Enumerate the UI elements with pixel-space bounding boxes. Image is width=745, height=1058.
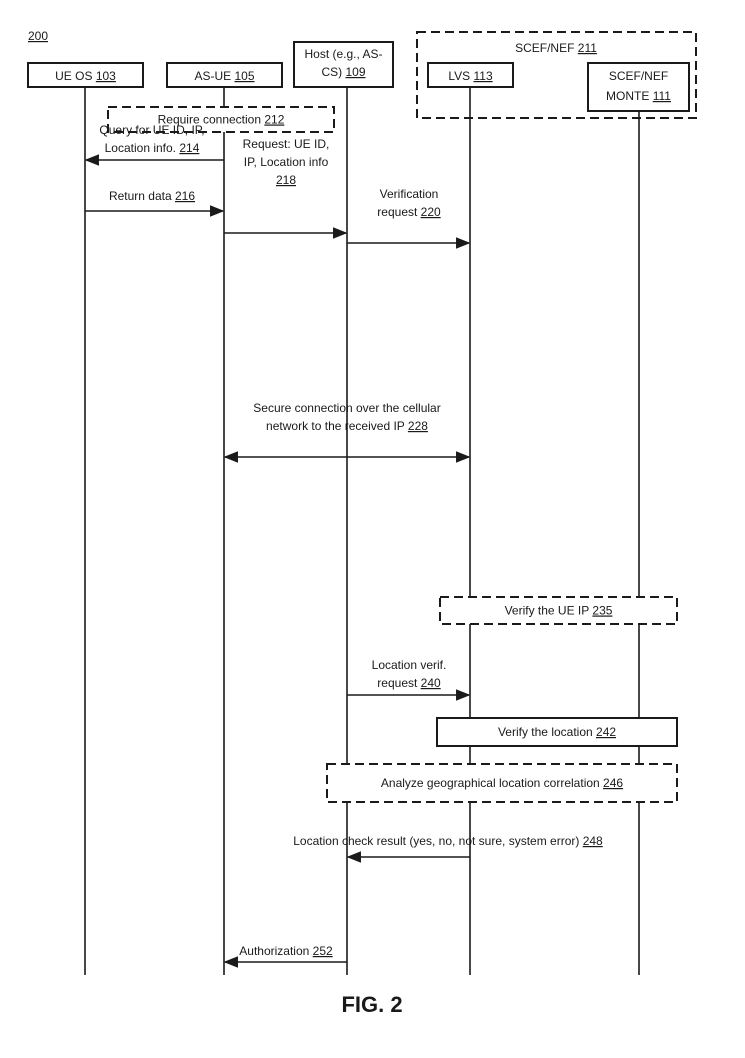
figure-number: 200: [28, 29, 48, 43]
scef-nef-group-label: SCEF/NEF 211: [515, 41, 597, 55]
return-data-label: Return data 216: [109, 189, 195, 203]
participant-label-ueos: UE OS 103: [55, 69, 116, 83]
location-check-result-label: Location check result (yes, no, not sure…: [293, 834, 603, 848]
analyze-correlation-label: Analyze geographical location correlatio…: [381, 776, 623, 790]
verification-request-label: Verificationrequest 220: [377, 187, 441, 219]
location-verif-request-label: Location verif.request 240: [372, 658, 447, 690]
participant-label-asue: AS-UE 105: [194, 69, 254, 83]
participant-label-lvs: LVS 113: [448, 69, 493, 83]
query-ue-id-label: Query for UE ID, IP,Location info. 214: [99, 123, 204, 155]
request-ue-id-label: Request: UE ID,IP, Location info218: [243, 137, 330, 187]
verify-ue-ip-label: Verify the UE IP 235: [505, 604, 613, 618]
figure-caption: FIG. 2: [341, 992, 402, 1017]
verify-location-label: Verify the location 242: [498, 725, 616, 739]
authorization-label: Authorization 252: [239, 944, 333, 958]
